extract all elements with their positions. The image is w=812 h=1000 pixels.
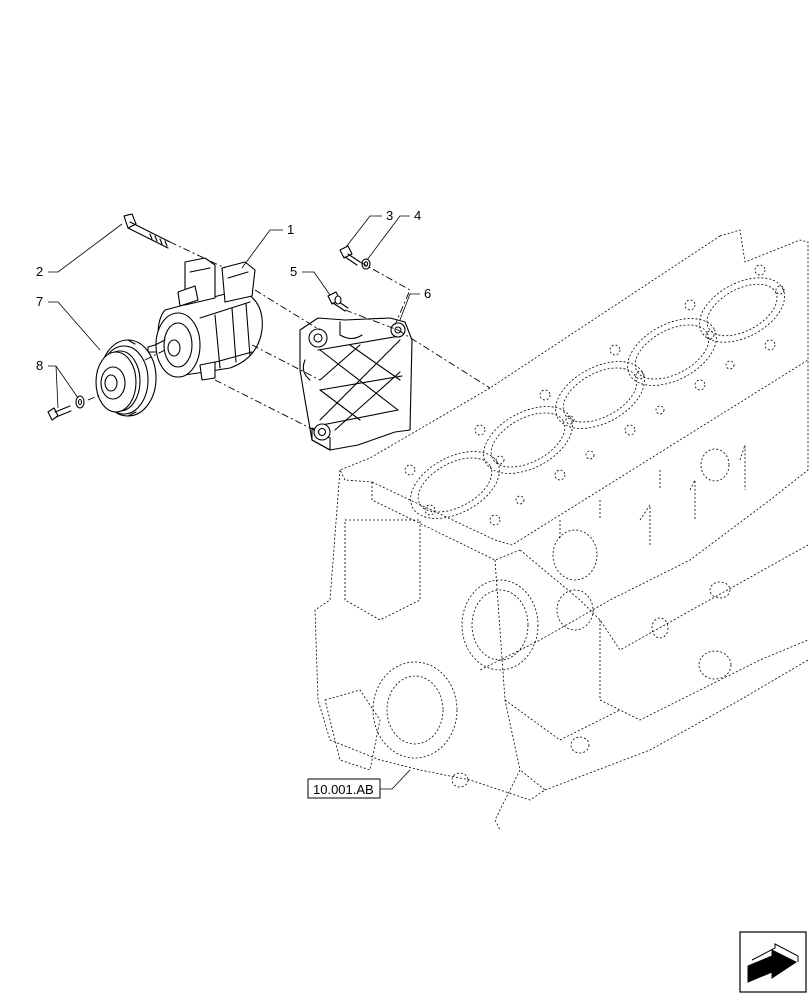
next-page-arrow-icon[interactable]: [739, 931, 807, 993]
long-bolt: [123, 213, 171, 249]
callout-1: 1: [287, 222, 294, 237]
engine-block: [314, 229, 809, 831]
reference-link[interactable]: 10.001.AB: [307, 769, 411, 799]
bolt-part-8: [47, 395, 85, 421]
ac-compressor: [147, 257, 263, 381]
callout-leaders: [48, 215, 420, 409]
assembly-centerlines: [87, 241, 491, 433]
bolt-part-3: [339, 245, 361, 266]
callout-8: 8: [36, 358, 43, 373]
callout-2: 2: [36, 264, 43, 279]
callout-5: 5: [290, 264, 297, 279]
compressor-bracket: [299, 317, 413, 451]
callout-7: 7: [36, 294, 43, 309]
callout-4: 4: [414, 208, 421, 223]
compressor-pulley: [95, 339, 157, 417]
reference-label[interactable]: 10.001.AB: [313, 782, 374, 797]
bolt-part-5: [327, 291, 349, 312]
callout-6: 6: [424, 286, 431, 301]
washer-part-4: [361, 258, 371, 270]
callout-3: 3: [386, 208, 393, 223]
